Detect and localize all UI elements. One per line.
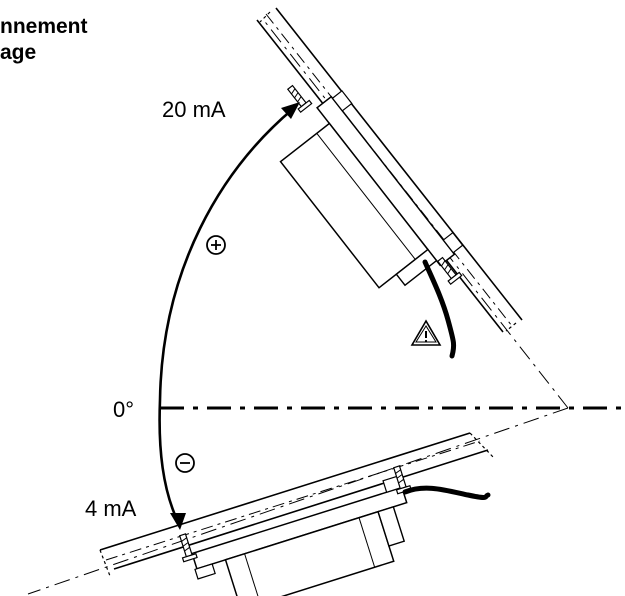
lower-wall-edge-inner <box>113 449 489 570</box>
label-4ma: 4 mA <box>85 496 137 521</box>
upper-wall-edge-outer <box>275 7 523 321</box>
warning-triangle-icon <box>410 319 442 346</box>
heading-line-2: age <box>0 41 37 64</box>
lower-screw-right <box>392 465 412 495</box>
lower-mounting <box>99 432 495 596</box>
arrowhead-up <box>281 102 300 119</box>
upper-mounting <box>256 7 523 359</box>
upper-wall-centerline <box>265 13 513 327</box>
lower-cable <box>402 485 491 500</box>
lower-wall-centerline <box>105 440 481 561</box>
lower-wall-edge-outer <box>99 432 471 551</box>
arrowhead-down <box>170 513 186 530</box>
plus-circle-icon <box>206 235 226 255</box>
label-20ma: 20 mA <box>162 97 226 122</box>
upper-screw-bottom <box>436 256 463 286</box>
label-zero-angle: 0° <box>113 397 135 422</box>
upper-cable <box>422 259 457 359</box>
rotation-arc <box>158 102 300 530</box>
lower-screw-left <box>178 533 198 563</box>
upper-construction-line <box>261 17 569 409</box>
lower-construction-line <box>27 407 569 595</box>
heading-text: nnement age <box>0 14 88 66</box>
lower-sensor <box>191 474 408 596</box>
upper-sensor <box>279 89 464 289</box>
heading-line-1: nnement <box>0 15 88 38</box>
upper-screw-top <box>286 84 313 114</box>
minus-circle-icon <box>175 453 195 473</box>
